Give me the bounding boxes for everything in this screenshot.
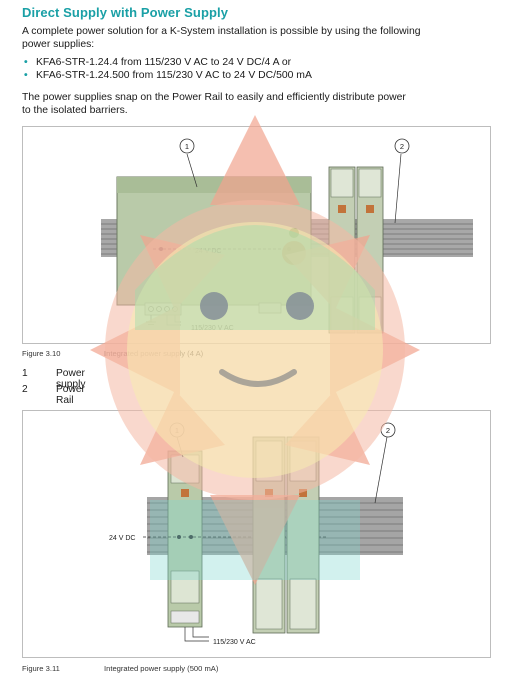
isolated-barrier: [252, 436, 286, 634]
figure-3-10-drawing: 24 V DC 115/230 V AC: [101, 138, 473, 334]
rail-paragraph: The power supplies snap on the Power Rai…: [22, 92, 406, 117]
ac-label: 115/230 V AC: [191, 325, 234, 332]
figure-3-11-caption: Integrated power supply (500 mA): [104, 664, 219, 673]
potentiometer-icon: [282, 241, 306, 265]
callout-2-number: 2: [386, 426, 390, 435]
power-supply-module: [167, 450, 203, 628]
dc-terminal-dot: [177, 535, 181, 539]
ac-lead: [192, 627, 209, 638]
isolated-barrier: [328, 166, 356, 334]
rail-line-2: to the isolated barriers.: [22, 104, 128, 116]
figure-3-10-number: Figure 3.10: [22, 349, 61, 358]
section-heading: Direct Supply with Power Supply: [22, 5, 229, 20]
legend-label: Power Rail: [56, 384, 85, 406]
rail-line-1: The power supplies snap on the Power Rai…: [22, 92, 406, 103]
ac-terminal-block: [144, 302, 182, 316]
intro-line-1: A complete power solution for a K-System…: [22, 26, 421, 37]
figure-3-10-caption: Integrated power supply (4 A): [104, 349, 204, 358]
callout-1-number: 1: [185, 142, 189, 151]
ground-icon: [146, 315, 156, 325]
module-top-edge: [117, 177, 311, 193]
callout-2-number: 2: [400, 142, 404, 151]
list-item: • KFA6-STR-1.24.500 from 115/230 V AC to …: [22, 69, 312, 82]
figure-3-10-frame: 24 V DC 115/230 V AC: [22, 126, 491, 344]
isolated-barrier: [286, 436, 320, 634]
dc-terminal-dot: [159, 247, 163, 251]
spare-terminal: [258, 302, 282, 314]
power-supply-module: [116, 176, 312, 306]
callout-1-number: 1: [175, 426, 179, 435]
power-supply-list: • KFA6-STR-1.24.4 from 115/230 V AC to 24…: [22, 56, 312, 82]
callout-2-leader: [394, 153, 402, 224]
intro-line-2: power supplies:: [22, 38, 95, 50]
list-item-text: KFA6-STR-1.24.500 from 115/230 V AC to 2…: [36, 70, 312, 81]
callout-2-circle: [394, 138, 410, 154]
ac-label: 115/230 V AC: [213, 639, 256, 646]
ac-lead: [174, 315, 181, 323]
callout-1-circle: [179, 138, 195, 154]
bullet-icon: •: [24, 57, 28, 68]
figure-3-11-number: Figure 3.11: [22, 664, 60, 673]
dc-label: 24 V DC: [109, 535, 135, 542]
legend-number: 1: [22, 368, 28, 379]
ac-lead: [166, 315, 181, 326]
led-icon: [289, 228, 299, 238]
intro-paragraph: A complete power solution for a K-System…: [22, 26, 421, 51]
dc-label: 24 V DC: [195, 248, 221, 255]
dc-terminal-dot: [189, 535, 193, 539]
isolated-barrier: [356, 166, 384, 334]
overlay-smile: [219, 369, 297, 387]
figure-3-11-frame: 24 V DC 115/230 V AC 1 2: [22, 410, 491, 658]
legend-label: Power supply: [56, 368, 86, 390]
legend-number: 2: [22, 384, 28, 395]
ac-lead: [184, 627, 209, 642]
bullet-icon: •: [24, 70, 28, 81]
callout-1-leader: [186, 153, 198, 188]
list-item-text: KFA6-STR-1.24.4 from 115/230 V AC to 24 …: [36, 57, 292, 68]
list-item: • KFA6-STR-1.24.4 from 115/230 V AC to 24…: [22, 56, 312, 69]
callout-2-leader: [374, 436, 388, 504]
figure-3-11-drawing: 24 V DC 115/230 V AC 1 2: [109, 422, 403, 646]
